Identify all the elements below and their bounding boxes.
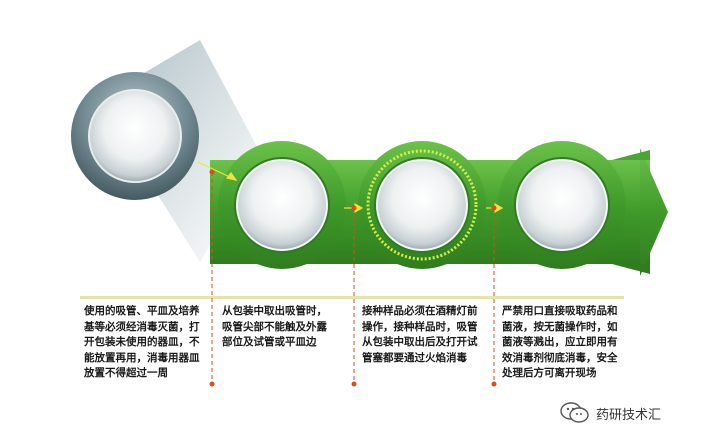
step-3-line: 管塞都要通过火焰消毒 (362, 351, 467, 364)
step-4-line: 菌液，按无菌操作时，如 (502, 320, 618, 333)
step-2-line: 部位及试管或平皿边 (222, 336, 317, 348)
step-1-line: 使用的吸管、平皿及培养 (84, 305, 200, 317)
lens-circle-2 (366, 149, 478, 261)
step-4-line: 效消毒剂彻底消毒，安全 (502, 351, 618, 364)
brand-watermark: 药研技术汇 (560, 402, 661, 424)
step-2-line: 吸管尖部不能触及外露 (222, 320, 327, 333)
step-2-text: 从包装中取出吸管时， 吸管尖部不能触及外露 部位及试管或平皿边 (222, 304, 327, 351)
step-2-line: 从包装中取出吸管时， (222, 305, 327, 317)
step-4-line: 处理后方可离开现场 (502, 367, 597, 379)
connector-lines (211, 172, 495, 380)
step-3-line: 接种样品必须在酒精灯前 (362, 305, 478, 317)
step-1-line: 开包装未使用的器皿，不 (84, 336, 200, 348)
step-1-line: 能放置再用，消毒用器皿 (84, 351, 200, 364)
marker-dots (209, 169, 497, 387)
step-4-line: 严禁用口直接吸取药品和 (502, 305, 618, 317)
magnifier-circle (71, 72, 199, 200)
brand-name: 药研技术汇 (596, 407, 662, 423)
step-3-line: 操作，接种样品时，吸管 (362, 320, 478, 333)
step-3-text: 接种样品必须在酒精灯前 操作，接种样品时，吸管 从包装中取出后及打开试 管塞都要… (362, 304, 478, 366)
step-4-text: 严禁用口直接吸取药品和 菌液，按无菌操作时，如 菌液等溅出，应立即用有 效消毒剂… (502, 304, 618, 382)
lens-circle-1 (234, 157, 330, 253)
divider-line (80, 296, 624, 299)
step-1-text: 使用的吸管、平皿及培养 基等必须经消毒灭菌，打 开包装未使用的器皿，不 能放置再… (84, 304, 200, 382)
step-1-line: 放置不得超过一周 (84, 367, 168, 379)
step-4-line: 菌液等溅出，应立即用有 (502, 336, 618, 348)
lens-circle-3 (514, 157, 610, 253)
step-1-line: 基等必须经消毒灭菌，打 (84, 320, 200, 333)
step-3-line: 从包装中取出后及打开试 (362, 336, 478, 348)
wechat-icon (560, 402, 589, 423)
